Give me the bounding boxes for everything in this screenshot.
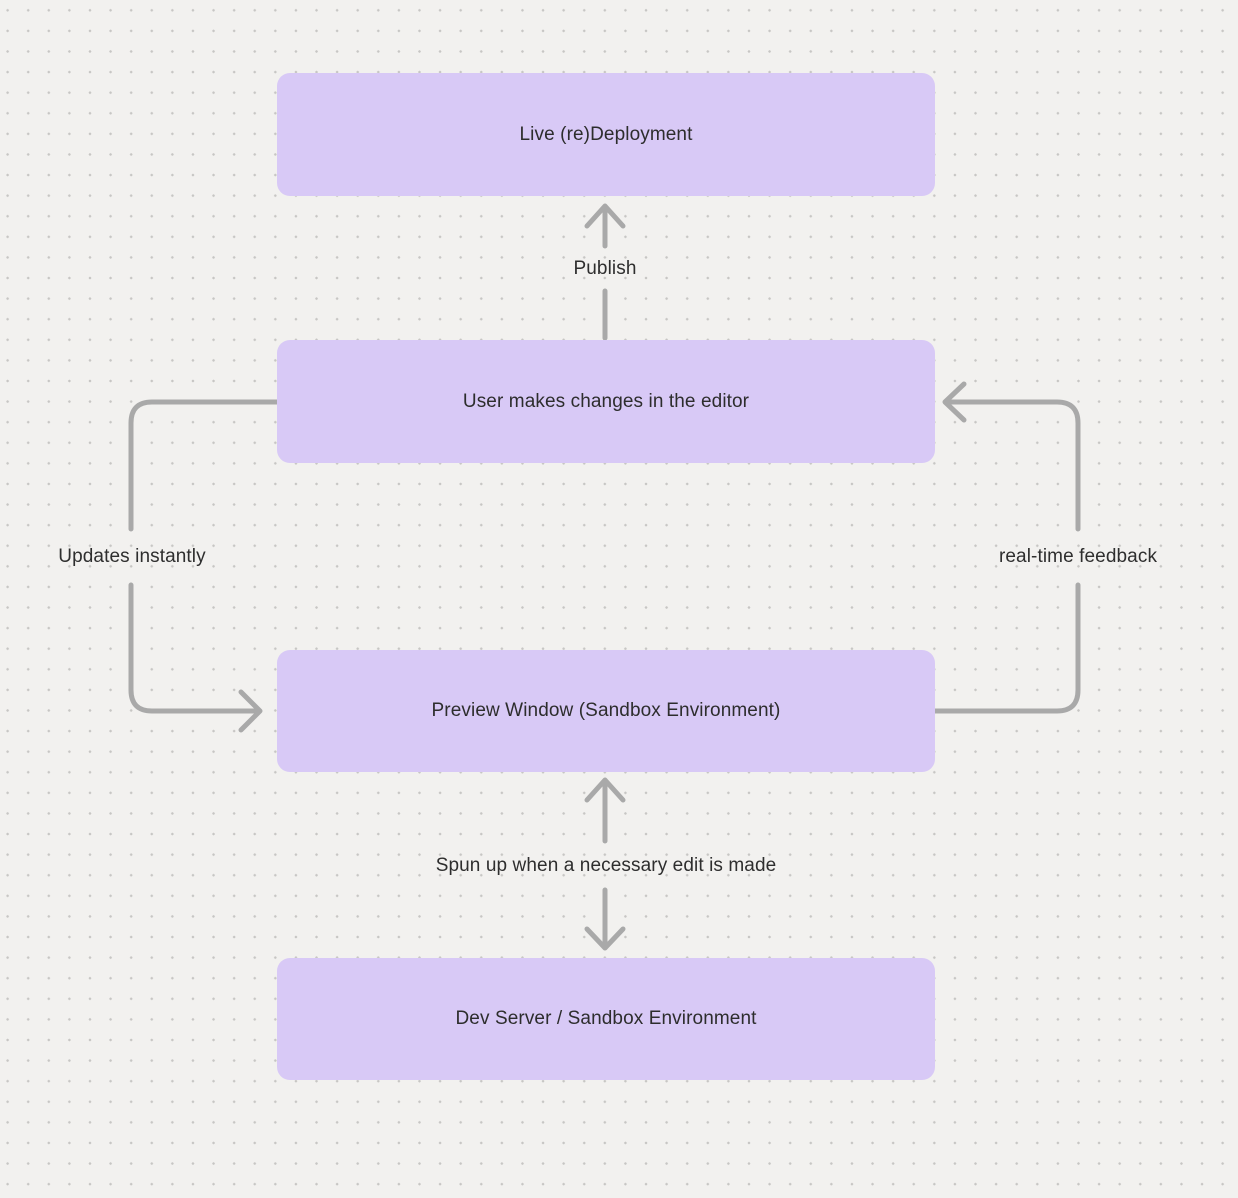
node-live-redeployment[interactable]: Live (re)Deployment	[277, 73, 935, 196]
arrow-up-icon	[584, 777, 626, 803]
edge-label-publish[interactable]: Publish	[573, 258, 637, 279]
edge-updates-instantly[interactable]	[128, 399, 280, 733]
node-label: Live (re)Deployment	[519, 123, 693, 145]
edge-real-time-feedback[interactable]	[932, 381, 1081, 714]
node-user-editor[interactable]: User makes changes in the editor	[277, 340, 935, 463]
node-label: Preview Window (Sandbox Environment)	[431, 700, 781, 721]
edge-feedback-segment-top	[943, 399, 1081, 532]
edge-label-spun-up[interactable]: Spun up when a necessary edit is made	[435, 855, 777, 876]
edge-label-real-time-feedback[interactable]: real-time feedback	[998, 546, 1158, 567]
edge-updates-segment-top	[128, 399, 280, 532]
arrow-up-icon	[584, 203, 626, 229]
node-label: Dev Server / Sandbox Environment	[455, 1008, 757, 1029]
node-dev-server[interactable]: Dev Server / Sandbox Environment	[277, 958, 935, 1080]
arrow-right-icon	[238, 689, 263, 733]
edge-publish[interactable]	[584, 203, 626, 341]
edge-spun-up[interactable]	[584, 777, 626, 951]
node-label: User makes changes in the editor	[462, 390, 750, 412]
edge-updates-segment-bottom	[128, 582, 259, 714]
arrow-down-icon	[584, 926, 626, 951]
edge-label-updates-instantly[interactable]: Updates instantly	[58, 546, 206, 567]
edge-feedback-segment-bottom	[932, 582, 1081, 714]
arrow-left-icon	[942, 381, 967, 423]
node-preview-window[interactable]: Preview Window (Sandbox Environment)	[277, 650, 935, 772]
